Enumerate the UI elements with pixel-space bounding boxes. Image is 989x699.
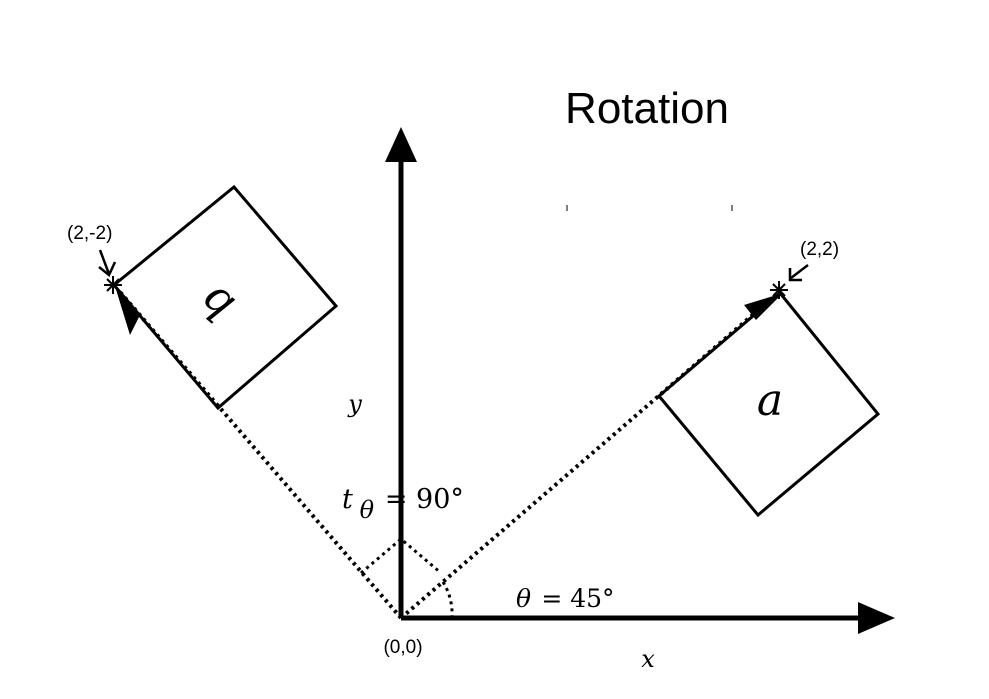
x-axis bbox=[401, 602, 895, 634]
point-b-label: (2,-2) bbox=[67, 223, 112, 244]
square-b-label: b bbox=[189, 275, 243, 332]
vector-to-b bbox=[114, 283, 403, 620]
y-axis-label: y bbox=[347, 390, 362, 418]
square-a bbox=[656, 290, 881, 518]
vector-to-a bbox=[399, 293, 783, 620]
diagram-title: Rotation bbox=[565, 84, 729, 133]
origin-label: (0,0) bbox=[383, 637, 422, 658]
y-axis bbox=[385, 127, 417, 618]
square-b bbox=[111, 184, 339, 411]
theta-label: θ = 45° bbox=[516, 584, 615, 613]
arrow-icon bbox=[98, 249, 117, 277]
t-theta-label: t θ = 90° bbox=[342, 484, 464, 524]
arrow-icon bbox=[788, 264, 809, 282]
asterisk-icon bbox=[104, 276, 122, 294]
asterisk-icon bbox=[770, 281, 788, 299]
square-a-label: a bbox=[757, 375, 783, 426]
theta-angle-arc bbox=[441, 581, 454, 619]
x-axis-label: x bbox=[641, 645, 655, 673]
point-a-label: (2,2) bbox=[800, 239, 839, 260]
